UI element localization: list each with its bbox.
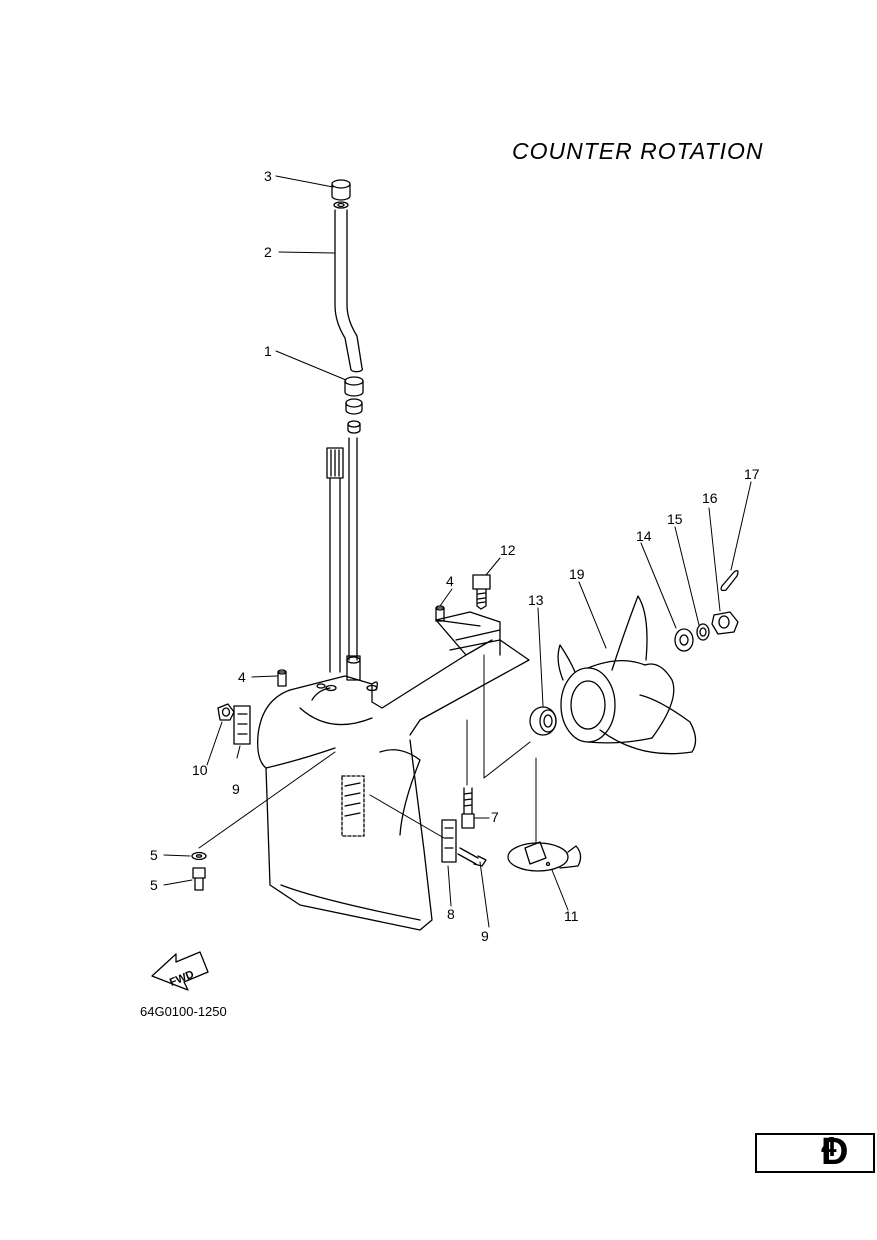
callout-17: 16 xyxy=(702,490,718,506)
lower-casing xyxy=(257,611,530,931)
propeller-19 xyxy=(557,595,697,755)
diagram-title: COUNTER ROTATION xyxy=(512,138,764,164)
callout-13: 12 xyxy=(500,542,516,558)
fwd-label: FWD xyxy=(168,968,196,989)
bolt-10 xyxy=(457,847,487,867)
callout-19: 19 xyxy=(569,566,585,582)
callout-11: 10 xyxy=(192,762,208,778)
water-tube-2 xyxy=(334,209,364,373)
page-letter: D xyxy=(821,1131,849,1173)
dowel-pin-4a xyxy=(277,669,287,687)
callout-3: 3 xyxy=(264,168,272,184)
grommet-14 xyxy=(529,706,557,736)
callout-15: 14 xyxy=(636,528,652,544)
fwd-arrow-icon xyxy=(151,951,209,991)
nut-11 xyxy=(217,703,235,721)
leader-lines xyxy=(163,175,752,928)
callout-4a: 4 xyxy=(446,573,454,589)
cotter-pin-18 xyxy=(720,570,739,592)
drive-shaft xyxy=(326,437,361,681)
callout-5: 5 xyxy=(150,877,158,893)
bolt-7 xyxy=(461,787,475,829)
callout-18: 17 xyxy=(744,466,760,482)
callout-14: 13 xyxy=(528,592,544,608)
bolt-13 xyxy=(472,574,491,610)
washer-16 xyxy=(696,623,710,641)
callout-16: 15 xyxy=(667,511,683,527)
page-number: 4 xyxy=(821,1131,837,1162)
part-code: 64G0100-1250 xyxy=(140,1004,227,1019)
spacer-15 xyxy=(674,628,694,652)
callout-labels: 3 2 1 4 4 12 13 19 14 15 16 17 10 9 7 5 … xyxy=(150,168,760,944)
callout-7: 7 xyxy=(491,809,499,825)
washer-6 xyxy=(191,851,207,861)
callout-6: 5 xyxy=(150,847,158,863)
water-tube-grommet-3 xyxy=(331,179,351,209)
callout-4b: 4 xyxy=(238,669,246,685)
callout-2: 2 xyxy=(264,244,272,260)
callout-12: 11 xyxy=(564,908,579,924)
callout-8: 8 xyxy=(447,906,455,922)
callout-10: 9 xyxy=(481,928,489,944)
trim-tab-8 xyxy=(441,819,457,863)
callout-1: 1 xyxy=(264,343,272,359)
nut-17 xyxy=(711,611,739,635)
anode-9 xyxy=(233,705,251,745)
callout-9: 9 xyxy=(232,781,240,797)
screw-5 xyxy=(192,867,206,891)
water-tube-seal-1 xyxy=(344,376,364,434)
anode-12 xyxy=(507,841,582,872)
